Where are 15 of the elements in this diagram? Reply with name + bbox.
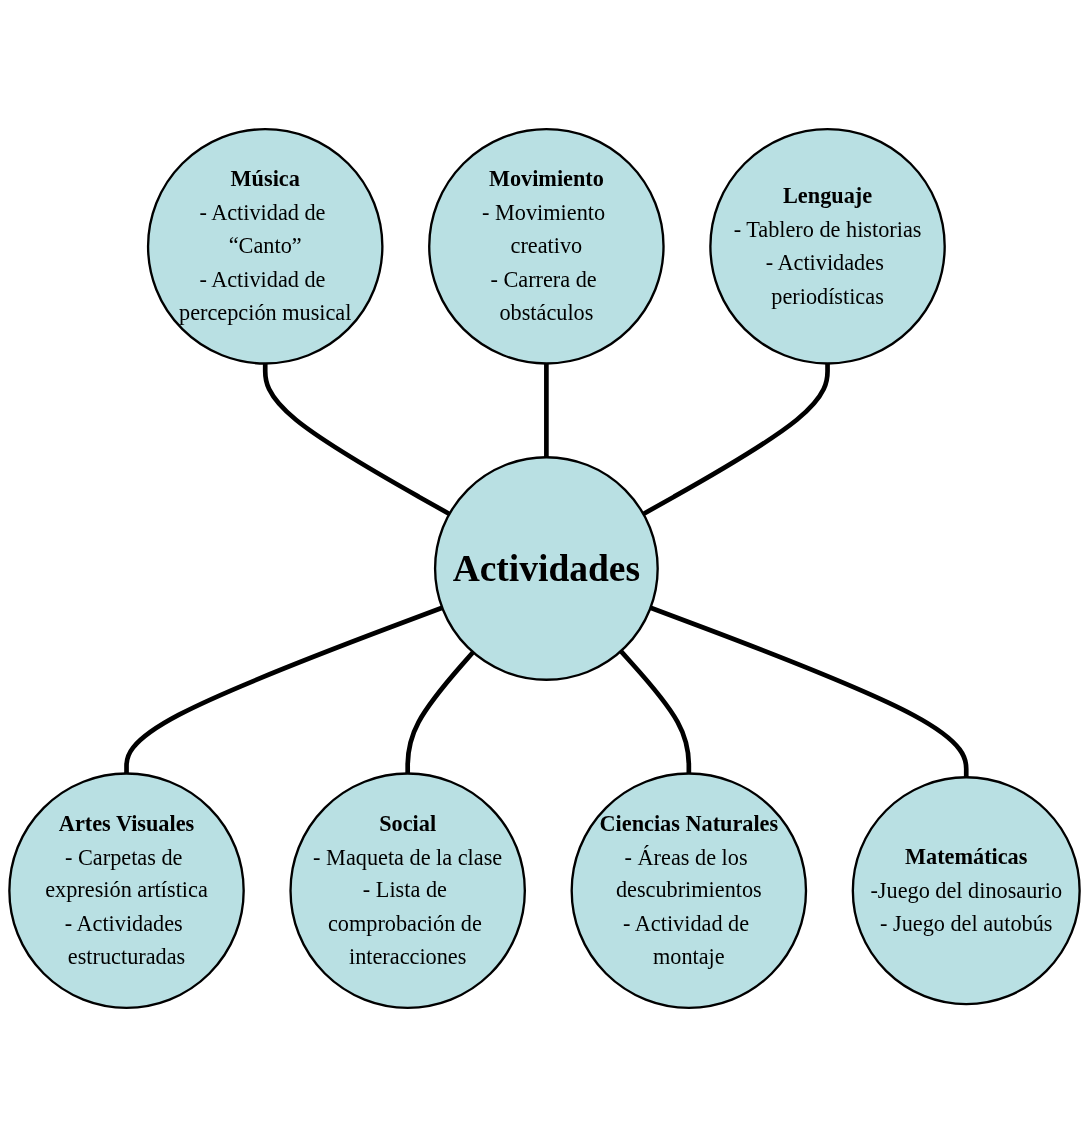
connector bbox=[642, 363, 830, 516]
node-circle: Social - Maqueta de la clase - Lista de comprobación de interacciones bbox=[289, 772, 526, 1009]
node-circle: Ciencias Naturales - Áreas de los descubrimientos - Actividad de montaje bbox=[570, 772, 808, 1009]
connector bbox=[544, 363, 549, 458]
connector bbox=[619, 649, 692, 774]
node-circle: Actividades bbox=[433, 456, 659, 681]
node-circle: Artes Visuales - Carpetas de expresión artística - Actividades estructuradas bbox=[8, 772, 245, 1009]
connector bbox=[649, 605, 969, 778]
node-circle: Matemáticas -Juego del dinosaurio - Juego del autobús bbox=[851, 776, 1081, 1006]
connector bbox=[124, 605, 444, 774]
node-circle: Lenguaje - Tablero de historias - Actividades periodísticas bbox=[709, 128, 946, 365]
node-circle: Movimiento - Movimiento creativo - Carrera de obstáculos bbox=[428, 128, 665, 365]
node-circle: Música - Actividad de “Canto” - Actividad de percepción musical bbox=[146, 128, 384, 365]
connector bbox=[262, 363, 451, 516]
connector bbox=[405, 650, 475, 774]
